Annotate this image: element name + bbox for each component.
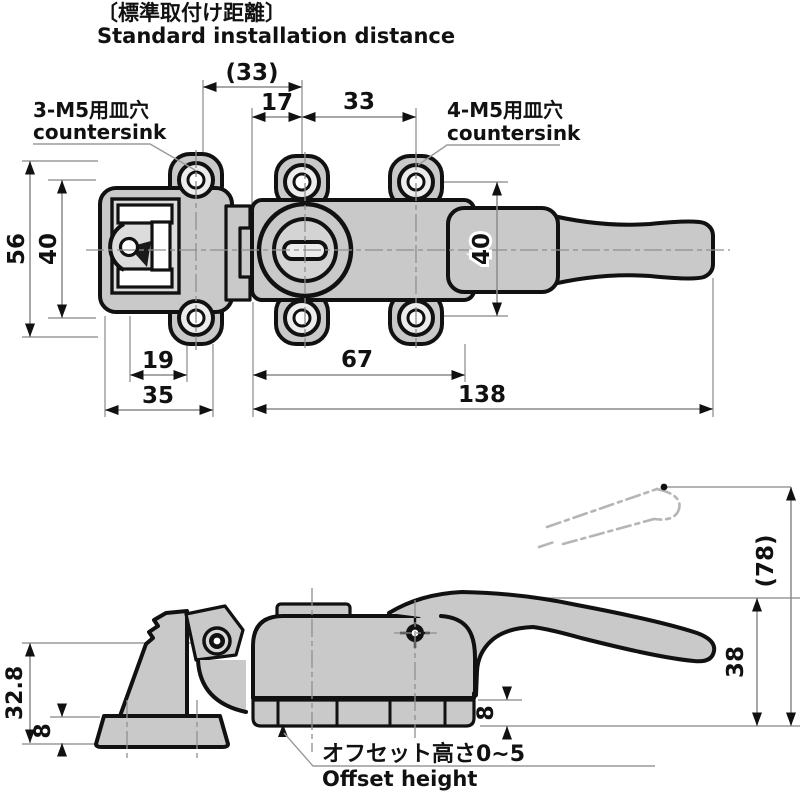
dim-56: 56 (4, 233, 30, 265)
dim-38: 38 (723, 646, 749, 678)
side-view-centerlines (126, 588, 437, 760)
body-hole-tl-inner (292, 172, 312, 192)
keeper-ibeam-stem (150, 220, 172, 272)
keeper-catch-arc (108, 222, 126, 272)
callout-left-jp: 3-M5用皿穴 (33, 98, 149, 122)
dim-19: 19 (142, 348, 174, 374)
top-view (86, 150, 730, 350)
callout-right: 4-M5用皿穴 countersink (417, 98, 581, 166)
title-block: 〔標準取付け距離〕 Standard installation distance (97, 1, 455, 48)
dim-35: 35 (142, 383, 174, 409)
callout-right-jp: 4-M5用皿穴 (447, 98, 563, 122)
housing-corner-arc (439, 614, 477, 698)
dim-40-left: 40 (36, 233, 62, 265)
dim-78-ref: (78) (753, 534, 779, 587)
keeper-cam-arc (196, 658, 248, 714)
top-view-extension-lines (22, 80, 714, 417)
dim-33: 33 (343, 89, 375, 115)
keeper-wedge (118, 609, 189, 718)
keeper-base (94, 714, 230, 749)
callout-left-en: countersink (33, 120, 167, 144)
keeper-side-view (94, 604, 248, 749)
keeper-roller (118, 236, 140, 258)
callout-right-en: countersink (447, 121, 581, 145)
dim-67: 67 (341, 347, 373, 373)
offset-label-jp: オフセット高さ0~5 (322, 741, 525, 767)
callout-right-leader (417, 144, 560, 166)
offset-label-en: Offset height (322, 767, 477, 791)
dim-138: 138 (458, 382, 506, 408)
dim-32-8: 32.8 (3, 666, 28, 720)
top-view-centerlines (86, 150, 730, 350)
phantom-tip-dot (660, 483, 668, 491)
dim-33-ref: (33) (225, 60, 278, 86)
dim-8-right: 8 (474, 705, 499, 720)
keeper-cam-fill (198, 660, 246, 712)
title-jp: 〔標準取付け距離〕 (97, 1, 286, 25)
handle-side-outline (387, 590, 717, 697)
title-en: Standard installation distance (97, 24, 455, 48)
latch-side-view (251, 590, 717, 728)
latch-base-plate (251, 698, 476, 728)
offset-leader (283, 732, 655, 767)
dim-8-left: 8 (31, 723, 56, 738)
keeper-top-view (98, 152, 262, 346)
keeper-pivot-center (213, 637, 221, 645)
callout-left-leader (33, 143, 196, 171)
phantom-raised-handle (537, 487, 681, 549)
dim-17: 17 (261, 90, 293, 116)
keeper-ibeam-top (116, 203, 174, 225)
keeper-ibeam-bottom (116, 267, 174, 289)
top-view-dimensions: (33) 17 33 56 40 40 19 35 67 138 (4, 60, 713, 415)
body-hole-bl-inner (292, 308, 312, 328)
side-view (94, 487, 717, 760)
side-view-dimensions: 32.8 8 8 38 (78) (3, 483, 796, 757)
dim-40-right: 40 (469, 233, 495, 265)
callout-offset: オフセット高さ0~5 Offset height (278, 724, 655, 791)
callout-left: 3-M5用皿穴 countersink (33, 98, 196, 171)
